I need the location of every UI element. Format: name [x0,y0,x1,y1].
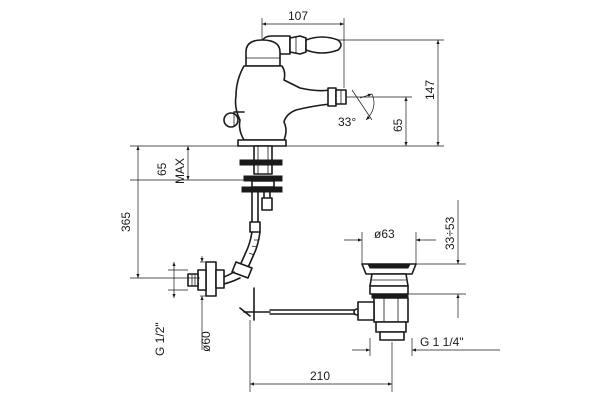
pop-up-waste [239,263,417,341]
mixer-tap [187,35,347,297]
mounting-shank [239,145,283,193]
waste-plug [361,263,417,287]
dim-rosette-diameter: ø60 [199,331,213,352]
dim-deck-max: MAX [173,158,187,184]
dim-waste-distance: 210 [310,369,330,383]
flexible-hoses [213,191,273,287]
dim-waste-diameter: ø63 [374,227,395,241]
dim-waste-thread: G 1 1/4" [420,335,464,349]
dim-deck-thickness: 65 [155,162,169,176]
dim-spout-width: 107 [288,9,308,23]
dim-total-height: 147 [423,80,437,100]
wall-valve [187,261,225,297]
dim-nozzle-angle: 33° [338,115,356,129]
spray-nozzle [327,87,347,107]
dim-pipe-thread: G 1/2" [153,322,167,356]
dim-nozzle-height: 65 [391,118,405,132]
dim-waste-adjust: 33÷53 [443,216,457,250]
mixer-body [234,65,331,141]
waste-body [357,285,409,341]
dimension-lines [130,18,500,392]
base-flange [237,139,287,147]
pop-up-knob [223,111,245,128]
waste-rod [239,287,361,321]
dim-overall-height: 365 [119,212,133,232]
cartridge-cap [245,39,281,67]
